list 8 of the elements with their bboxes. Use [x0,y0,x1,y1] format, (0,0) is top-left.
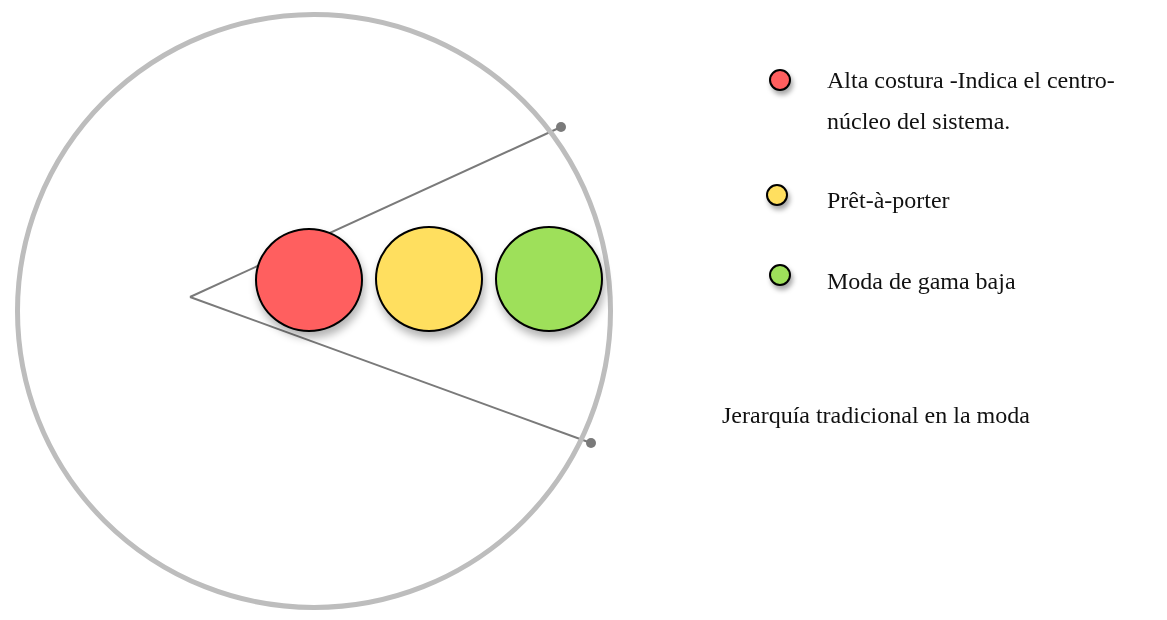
legend-label: Moda de gama baja [827,267,1017,296]
legend-label: Alta costura -Indica el centro-núcleo del sistema. [827,66,1116,136]
legend-label: Prêt-à-porter [827,186,951,215]
level-circle [495,226,603,332]
outer-circle [15,12,613,610]
diagram-caption: Jerarquía tradicional en la moda [722,401,1030,430]
level-circle [375,226,483,332]
level-circle [255,228,363,332]
